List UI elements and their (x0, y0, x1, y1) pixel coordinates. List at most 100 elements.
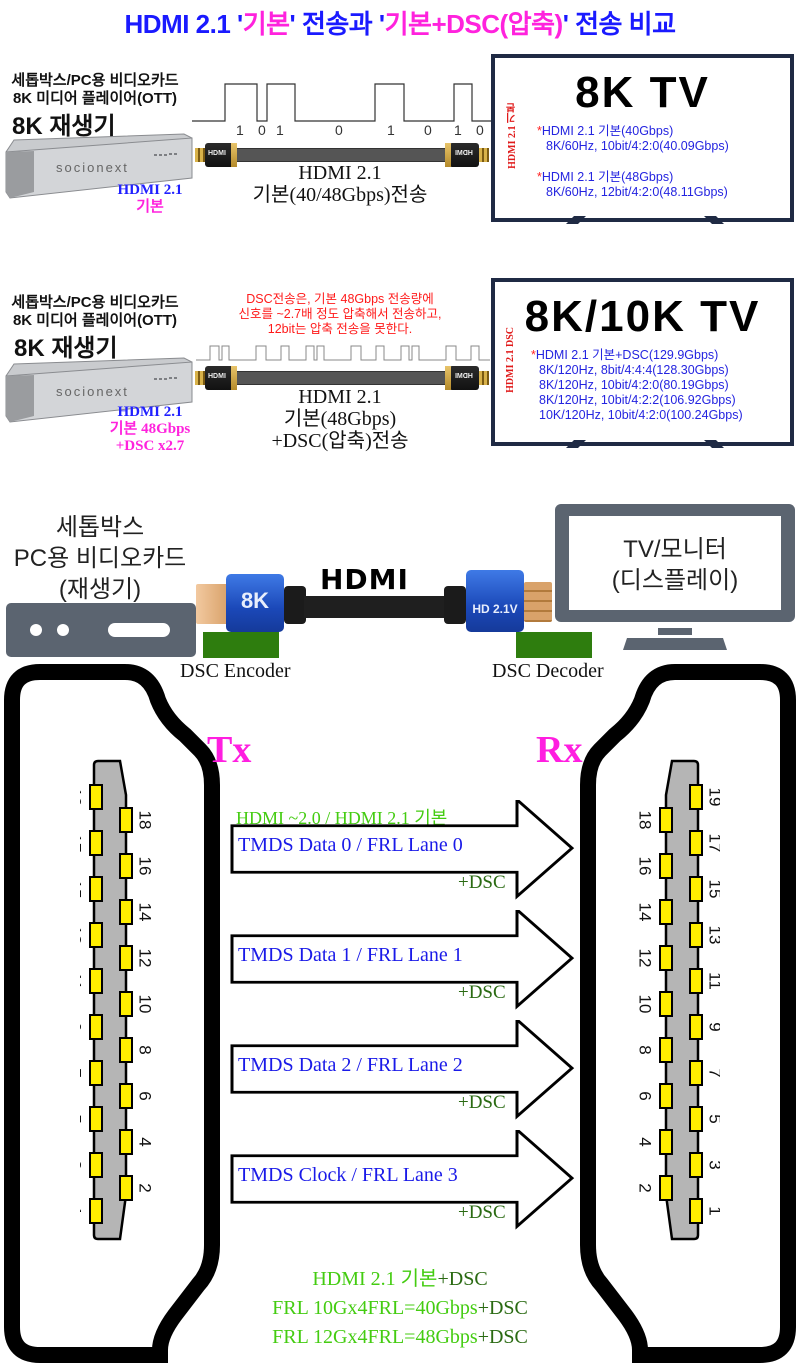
pin-number: 17 (80, 834, 85, 853)
lane-arrow: TMDS Data 1 / FRL Lane 1 +DSC (230, 910, 575, 1010)
arrow-shape (230, 910, 575, 1010)
rx-pin-header: 19171513119753118161412108642 (636, 759, 720, 1241)
pin (689, 1152, 703, 1178)
device-description: 세톱박스/PC용 비디오카드 8K 미디어 플레이어(OTT) (0, 294, 190, 330)
summary-line: HDMI 2.1 기본+DSC (150, 1265, 650, 1294)
pin (659, 807, 673, 833)
cable-caption-line: 기본(40/48Gbps)전송 (252, 184, 428, 206)
plug-tip (524, 582, 552, 622)
pin-number: 7 (706, 1068, 720, 1077)
section-basic: 세톱박스/PC용 비디오카드 8K 미디어 플레이어(OTT) 8K 재생기 s… (0, 54, 800, 260)
pin (659, 899, 673, 925)
arrow-shape (230, 1130, 575, 1230)
title-text: HDMI 2.1 ' (124, 9, 243, 39)
dsc-encoder-block (203, 632, 279, 658)
signal-bit: 0 (335, 122, 343, 138)
player-device: socionext (4, 132, 194, 202)
plug-tip (195, 148, 205, 162)
tv-spec-detail: 10K/120Hz, 10bit/4:2:0(100.24Gbps) (539, 408, 743, 422)
lane-label: TMDS Data 1 / FRL Lane 1 (238, 944, 463, 966)
summary-line: FRL 12Gx4FRL=48Gbps+DSC (150, 1323, 650, 1352)
signal-bit: 1 (236, 122, 244, 138)
pin-number: 4 (136, 1137, 155, 1146)
source-label-line: (재생기) (58, 576, 142, 603)
signal-waveform (192, 83, 492, 122)
plug-tip (196, 584, 228, 624)
monitor-icon (555, 504, 795, 650)
arrow-shape (230, 800, 575, 900)
hdmi-label-line: 기본 (136, 199, 164, 215)
pin (89, 1060, 103, 1086)
tv-spec-detail: 8K/60Hz, 12bit/4:2:0(48.11Gbps) (546, 185, 728, 199)
pin-number: 10 (136, 995, 155, 1014)
pin-number: 15 (706, 880, 720, 899)
pin-number: 5 (80, 1114, 85, 1123)
plug-left: 8K (226, 574, 284, 632)
signal-bit: 0 (424, 122, 432, 138)
pin (89, 968, 103, 994)
plug-tip (479, 371, 489, 385)
player-device: socionext (4, 356, 194, 426)
cable-caption-line: 기본(48Gbps) (283, 408, 397, 430)
tv-spec-list: *HDMI 2.1 기본+DSC(129.9Gbps) 8K/120Hz, 8b… (531, 348, 743, 423)
dsc-decoder-block (516, 632, 592, 658)
pin-number: 8 (636, 1045, 655, 1054)
lane-label: TMDS Clock / FRL Lane 3 (238, 1164, 458, 1186)
cable-caption: HDMI 2.1 기본(40/48Gbps)전송 (240, 162, 440, 206)
summary-main: HDMI 2.1 기본 (312, 1268, 438, 1290)
source-label-line: 세톱박스 (55, 514, 145, 541)
dsc-note-line: 신호를 ~2.7배 정도 압축해서 전송하고, (238, 307, 442, 321)
pin (119, 1129, 133, 1155)
pin (119, 1175, 133, 1201)
pin-number: 14 (136, 903, 155, 922)
pin-number: 19 (80, 788, 85, 807)
plug-right: HD 2.1V (466, 570, 524, 632)
hdmi-logo: HDMI (320, 563, 409, 596)
pin (659, 991, 673, 1017)
hdmi-cable-8k: 8K HD 2.1V (196, 560, 556, 632)
pin-number: 4 (636, 1137, 655, 1146)
dsc-note: DSC전송은, 기본 48Gbps 전송량에 신호를 ~2.7배 정도 압축해서… (200, 292, 480, 337)
tv-spec-detail: 8K/120Hz, 10bit/4:2:0(80.19Gbps) (539, 378, 729, 392)
title-text: ' 전송과 ' (289, 9, 386, 39)
pin (689, 784, 703, 810)
pin (119, 853, 133, 879)
tv-spec-head: HDMI 2.1 기본+DSC(129.9Gbps) (535, 348, 719, 362)
pin (89, 876, 103, 902)
signal-bit: 1 (276, 122, 284, 138)
signal-bit: 0 (476, 122, 484, 138)
section-dsc: 세톱박스/PC용 비디오카드 8K 미디어 플레이어(OTT) 8K 재생기 s… (0, 278, 800, 482)
settop-box-icon (6, 603, 196, 657)
device-desc-line: 8K 미디어 플레이어(OTT) (12, 90, 178, 107)
plug-label: HDMI (455, 373, 473, 380)
pin (89, 922, 103, 948)
cable-caption-line: HDMI 2.1 (298, 386, 382, 408)
pin (659, 1037, 673, 1063)
hdmi-cable: HDMI HDMI (195, 143, 491, 167)
pin (89, 784, 103, 810)
tv-8k: HDMI 2.1 기본 8K TV *HDMI 2.1 기본(40Gbps) 8… (491, 54, 794, 222)
pin-number: 3 (80, 1160, 85, 1169)
device-title: 8K 재생기 (12, 113, 116, 140)
summary-main: FRL 10Gx4FRL=40Gbps (272, 1297, 478, 1319)
pin-number: 11 (706, 972, 720, 990)
plug-label: HDMI (208, 373, 226, 380)
lane-dsc-tag: +DSC (458, 872, 506, 893)
pin (689, 1014, 703, 1040)
tv-spec-head: HDMI 2.1 기본(48Gbps) (541, 170, 674, 184)
plug-label: HDMI (455, 150, 473, 157)
display-label-line: (디스플레이) (611, 567, 739, 594)
plug-tip (195, 371, 205, 385)
device-desc-line: 세톱박스/PC용 비디오카드 (11, 294, 179, 311)
dsc-note-line: 12bit는 압축 전송을 못한다. (267, 322, 413, 336)
pin-number: 7 (80, 1068, 85, 1077)
pin-number: 6 (636, 1091, 655, 1100)
display-label-line: TV/모니터 (623, 536, 727, 563)
plug-tip (479, 148, 489, 162)
dsc-decoder-label: DSC Decoder (492, 660, 604, 682)
pin (689, 922, 703, 948)
standard-label: HDMI ~2.0 / HDMI 2.1 기본 (236, 808, 448, 828)
arrow-shape (230, 1020, 575, 1120)
device-desc-line: 세톱박스/PC용 비디오카드 (11, 72, 179, 89)
pin-number: 12 (636, 949, 655, 968)
